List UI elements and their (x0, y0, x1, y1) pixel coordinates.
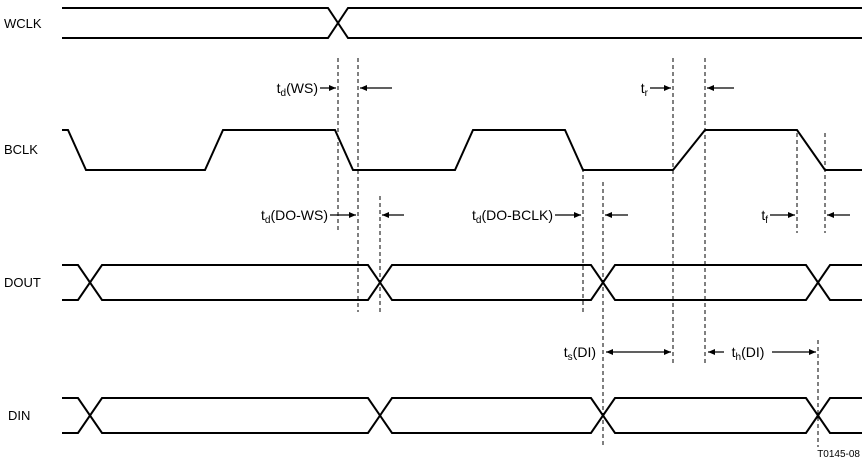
timing-label-tf: tf (761, 207, 768, 226)
signal-label-bclk: BCLK (4, 142, 38, 157)
timing-label-tr: tr (641, 80, 649, 99)
timing-annotations: td(WS) tr td(DO-WS) td(DO-BCLK) tf ts(DI) th(D… (261, 80, 850, 363)
timing-label-td-do-ws: td(DO-WS) (261, 207, 328, 226)
signal-label-din: DIN (8, 408, 30, 423)
dout-waveform (62, 264, 862, 301)
wclk-waveform (62, 7, 862, 39)
waveforms (62, 7, 862, 434)
timing-reference-lines (337, 58, 826, 447)
annotation-th-di: th(DI) (708, 344, 816, 363)
signal-label-wclk: WCLK (4, 16, 42, 31)
annotation-td-ws: td(WS) (277, 80, 392, 99)
timing-label-ts-di: ts(DI) (564, 344, 596, 363)
dout-waveform (62, 264, 862, 301)
figure-code: T0145-08 (817, 449, 860, 460)
din-waveform (62, 397, 862, 434)
annotation-td-do-bclk: td(DO-BCLK) (472, 207, 628, 226)
timing-label-td-do-bclk: td(DO-BCLK) (472, 207, 553, 226)
signal-labels: WCLK BCLK DOUT DIN (4, 16, 42, 423)
annotation-tf: tf (761, 207, 850, 226)
din-waveform (62, 397, 862, 434)
timing-label-th-di: th(DI) (732, 344, 765, 363)
signal-label-dout: DOUT (4, 275, 41, 290)
timing-label-td-ws: td(WS) (277, 80, 318, 99)
annotation-td-do-ws: td(DO-WS) (261, 207, 404, 226)
annotation-ts-di: ts(DI) (564, 344, 671, 363)
annotation-tr: tr (641, 80, 734, 99)
bclk-waveform (62, 129, 862, 171)
wclk-waveform (62, 7, 862, 39)
